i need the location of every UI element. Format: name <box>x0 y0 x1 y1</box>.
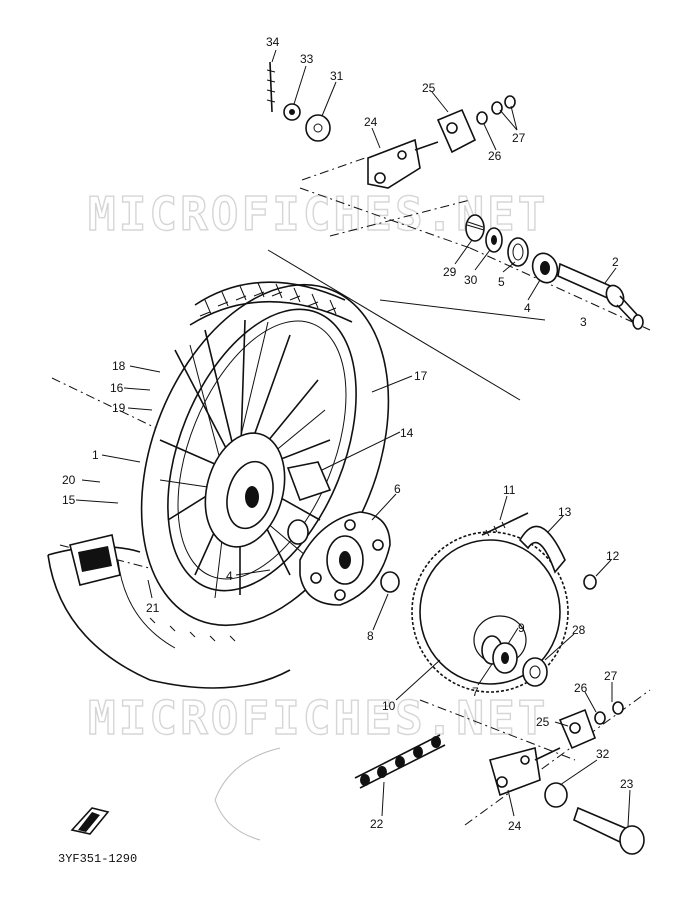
watermark-bottom: MICROFICHES.NET <box>88 691 548 745</box>
callout-20: 20 <box>62 473 76 487</box>
drive-chain <box>354 734 446 789</box>
callout-19: 19 <box>112 401 126 415</box>
callout-34: 34 <box>266 35 280 49</box>
callout-7: 7 <box>472 685 479 699</box>
callout-2: 2 <box>612 255 619 269</box>
callout-24-top: 24 <box>364 115 378 129</box>
callout-16: 16 <box>110 381 124 395</box>
callout-25-top: 25 <box>422 81 436 95</box>
callout-9: 9 <box>518 621 525 635</box>
callout-13: 13 <box>558 505 572 519</box>
callout-4-hub: 4 <box>226 569 233 583</box>
callout-5: 5 <box>498 275 505 289</box>
callout-25-bottom: 25 <box>536 715 550 729</box>
callout-32: 32 <box>596 747 610 761</box>
callout-8: 8 <box>367 629 374 643</box>
callout-14: 14 <box>400 426 414 440</box>
callout-26-top: 26 <box>488 149 502 163</box>
tire-section <box>47 534 291 689</box>
callout-4-top: 4 <box>524 301 531 315</box>
callout-1: 1 <box>92 448 99 462</box>
axle-assembly <box>266 61 651 331</box>
rear-wheel <box>140 281 390 627</box>
callout-12: 12 <box>606 549 620 563</box>
callout-10: 10 <box>382 699 396 713</box>
callout-17: 17 <box>414 369 428 383</box>
callout-3: 3 <box>580 315 587 329</box>
callout-15: 15 <box>62 493 76 507</box>
callout-18: 18 <box>112 359 126 373</box>
callout-26-bottom: 26 <box>574 681 588 695</box>
callout-31: 31 <box>330 69 344 83</box>
sprocket-hub <box>299 511 400 606</box>
callout-11: 11 <box>503 483 516 497</box>
callout-21: 21 <box>146 601 160 615</box>
callout-30: 30 <box>464 273 478 287</box>
callout-23: 23 <box>620 777 634 791</box>
callout-24-bottom: 24 <box>508 819 522 833</box>
direction-arrow-icon <box>70 807 110 835</box>
lower-axle-assembly <box>419 689 651 855</box>
tire-tread <box>189 281 353 326</box>
callout-33: 33 <box>300 52 314 66</box>
callout-29: 29 <box>443 265 457 279</box>
drawing-code: 3YF351-1290 <box>58 852 137 866</box>
callout-27-top: 27 <box>512 131 526 145</box>
callout-22: 22 <box>370 817 384 831</box>
rear-sprocket <box>411 531 569 693</box>
callout-28: 28 <box>572 623 586 637</box>
callout-6: 6 <box>394 482 401 496</box>
callout-27-bottom: 27 <box>604 669 618 683</box>
